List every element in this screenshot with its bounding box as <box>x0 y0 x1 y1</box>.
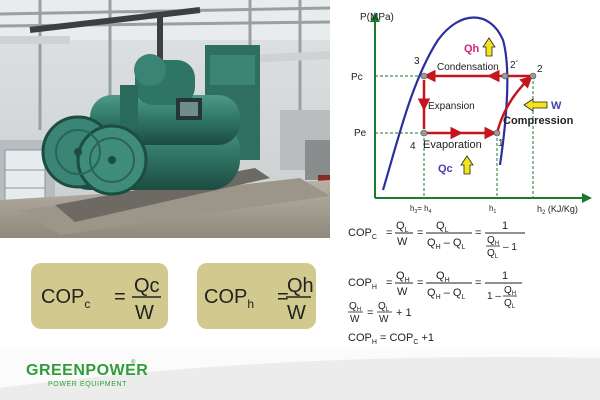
formula-qh-w: QH W = QL W + 1 <box>348 301 412 325</box>
svg-text:Qc: Qc <box>134 275 160 297</box>
state-point-2 <box>529 72 537 80</box>
svg-text:=: = <box>475 227 481 239</box>
svg-text:W: W <box>135 302 154 324</box>
ph-diagram: P(MPa) h2 (KJ/Kg) Pc Pe h3= h4 h1 <box>330 0 600 225</box>
label-evaporation: Evaporation <box>423 139 482 151</box>
svg-text:1: 1 <box>502 220 508 232</box>
svg-text:=: = <box>417 277 423 289</box>
pc-label: Pc <box>351 72 363 83</box>
svg-text:COPh: COPh <box>204 286 254 311</box>
state-point-4 <box>420 129 428 137</box>
svg-text:QH: QH <box>349 301 361 313</box>
brand-tagline: POWER EQUIPMENT <box>48 381 128 388</box>
formula-coph: COPH = QH W = QH QH – QL = 1 1 – QH QL <box>348 270 522 310</box>
refrigeration-cycle <box>417 69 533 140</box>
svg-text:QH: QH <box>436 270 450 284</box>
svg-text:QL: QL <box>504 298 516 310</box>
tick-h3-h4: h3= h4 <box>410 204 432 215</box>
svg-text:=: = <box>277 286 289 308</box>
svg-text:COPH = COPC +1: COPH = COPC +1 <box>348 332 434 346</box>
saturation-dome <box>381 16 509 191</box>
label-compression: Compression <box>503 115 574 127</box>
point-label-4: 4 <box>410 141 416 152</box>
y-axis-label: P(MPa) <box>360 12 394 23</box>
svg-text:1 –: 1 – <box>487 291 501 302</box>
svg-text:QL: QL <box>378 301 390 313</box>
svg-text:COPC: COPC <box>348 227 377 241</box>
svg-text:QH – QL: QH – QL <box>427 237 465 251</box>
label-qc: Qc <box>438 163 453 175</box>
svg-text:QL: QL <box>436 220 449 234</box>
svg-text:QL: QL <box>487 248 499 260</box>
svg-text:=: = <box>386 277 392 289</box>
svg-text:QH – QL: QH – QL <box>427 287 465 301</box>
state-point-1 <box>493 129 501 137</box>
chiller-photo <box>0 0 330 238</box>
state-point-2-prime <box>501 72 509 80</box>
registered-mark: ® <box>131 360 136 366</box>
state-points <box>420 72 537 137</box>
qh-arrow-icon <box>482 37 496 57</box>
svg-text:W: W <box>287 302 306 324</box>
label-qh: Qh <box>464 43 480 55</box>
svg-text:=: = <box>417 227 423 239</box>
pe-label: Pe <box>354 128 367 139</box>
svg-text:=: = <box>475 277 481 289</box>
svg-text:+ 1: + 1 <box>396 307 412 319</box>
label-expansion: Expansion <box>428 101 475 112</box>
tick-h1: h1 <box>489 204 496 215</box>
point-label-2: 2 <box>537 64 543 75</box>
label-w: W <box>551 100 562 112</box>
svg-text:COPH: COPH <box>348 277 377 291</box>
svg-text:QL: QL <box>396 220 409 234</box>
qc-arrow-icon <box>460 155 474 175</box>
point-label-1: 1 <box>498 138 504 149</box>
svg-text:=: = <box>386 227 392 239</box>
svg-text:W: W <box>397 286 408 298</box>
cop-formulas: COPC = QL W = QL QH – QL = 1 QH QL – 1 C… <box>345 215 595 355</box>
svg-text:COPc: COPc <box>41 286 90 311</box>
formula-coph-copc: COPH = COPC +1 <box>348 332 434 346</box>
svg-text:Qh: Qh <box>287 275 314 297</box>
brand-logo: GREENPOWER <box>26 362 149 379</box>
state-point-3 <box>420 72 428 80</box>
svg-text:QH: QH <box>487 235 499 247</box>
svg-text:1: 1 <box>502 270 508 282</box>
point-label-3: 3 <box>414 56 420 67</box>
svg-text:=: = <box>367 307 373 319</box>
cop-h-box: COPh = Qh W <box>197 263 316 329</box>
svg-text:W: W <box>379 314 389 325</box>
footer: GREENPOWER ® POWER EQUIPMENT <box>0 348 600 400</box>
svg-text:W: W <box>350 314 360 325</box>
svg-text:QH: QH <box>504 285 516 297</box>
formula-copc: COPC = QL W = QL QH – QL = 1 QH QL – 1 <box>348 220 525 260</box>
svg-text:QH: QH <box>396 270 410 284</box>
label-condensation: Condensation <box>437 62 499 73</box>
cop-c-box: COPc = Qc W <box>31 263 168 329</box>
svg-text:– 1: – 1 <box>503 242 517 253</box>
point-label-2-prime: 2´ <box>510 59 519 71</box>
w-arrow-icon <box>523 98 548 112</box>
x-axis-label: h2 (KJ/Kg) <box>537 204 578 216</box>
svg-text:=: = <box>114 286 126 308</box>
svg-text:W: W <box>397 236 408 248</box>
